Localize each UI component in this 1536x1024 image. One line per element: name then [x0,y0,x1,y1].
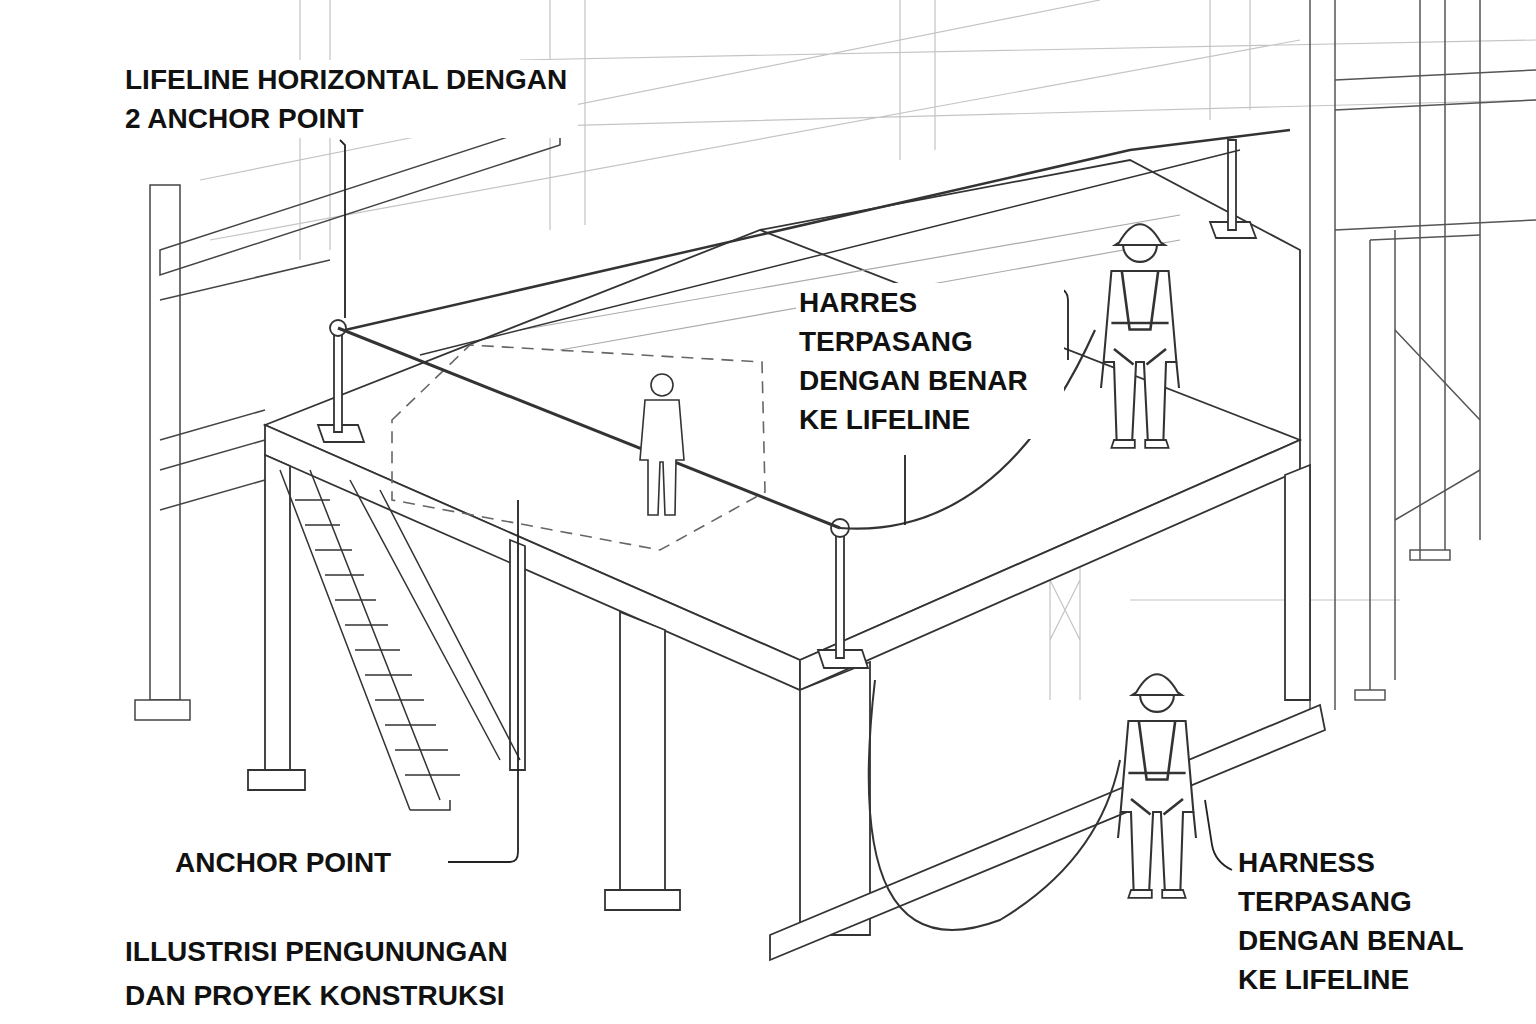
harness-label: HARRES TERPASANG DENGAN BENAR KE LIFELIN… [796,283,1064,439]
harness-label: HARNESS TERPASANG DENGAN BENAL KE LIFELI… [1235,843,1503,999]
caption: ILLUSTRISI PENGUNUNGAN DAN PROYEK KONSTR… [122,930,558,1018]
anchor-label: ANCHOR POINT [172,843,448,882]
lifeline-label: LIFELINE HORIZONTAL DENGAN 2 ANCHOR POIN… [122,60,578,138]
